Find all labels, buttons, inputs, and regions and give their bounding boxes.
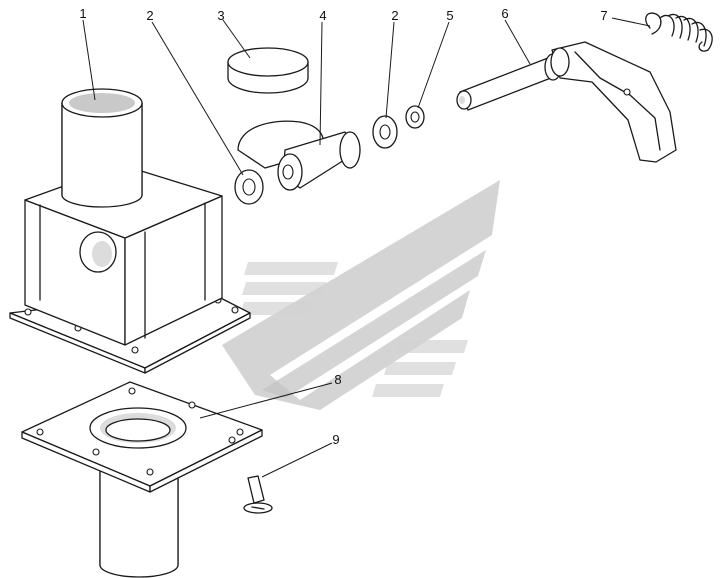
part-3-cap (227, 47, 309, 94)
part-7-spring (645, 12, 713, 52)
callout-5: 5 (446, 8, 453, 23)
callout-1: 1 (79, 6, 86, 21)
part-5-small-washer (405, 105, 425, 129)
callout-8: 8 (334, 372, 341, 387)
callout-2-washer-left: 2 (146, 8, 153, 23)
callout-6: 6 (501, 6, 508, 21)
manufacturer-watermark-logo (222, 180, 500, 410)
callout-3: 3 (217, 8, 224, 23)
callout-9: 9 (332, 432, 339, 447)
part-9-bolt (243, 475, 273, 514)
part-6-pin-lever (456, 41, 677, 163)
callout-7: 7 (600, 8, 607, 23)
callout-labels: 1 2 3 4 2 5 6 7 8 9 (79, 6, 607, 447)
callout-4: 4 (319, 8, 326, 23)
leader-lines (82, 17, 651, 478)
callout-2-washer-right: 2 (391, 8, 398, 23)
part-4-roller (237, 120, 361, 191)
part-8-flange (21, 381, 263, 578)
part-1-housing (9, 88, 251, 374)
part-2-washer-left (234, 169, 264, 205)
part-2-washer-right (372, 115, 398, 149)
